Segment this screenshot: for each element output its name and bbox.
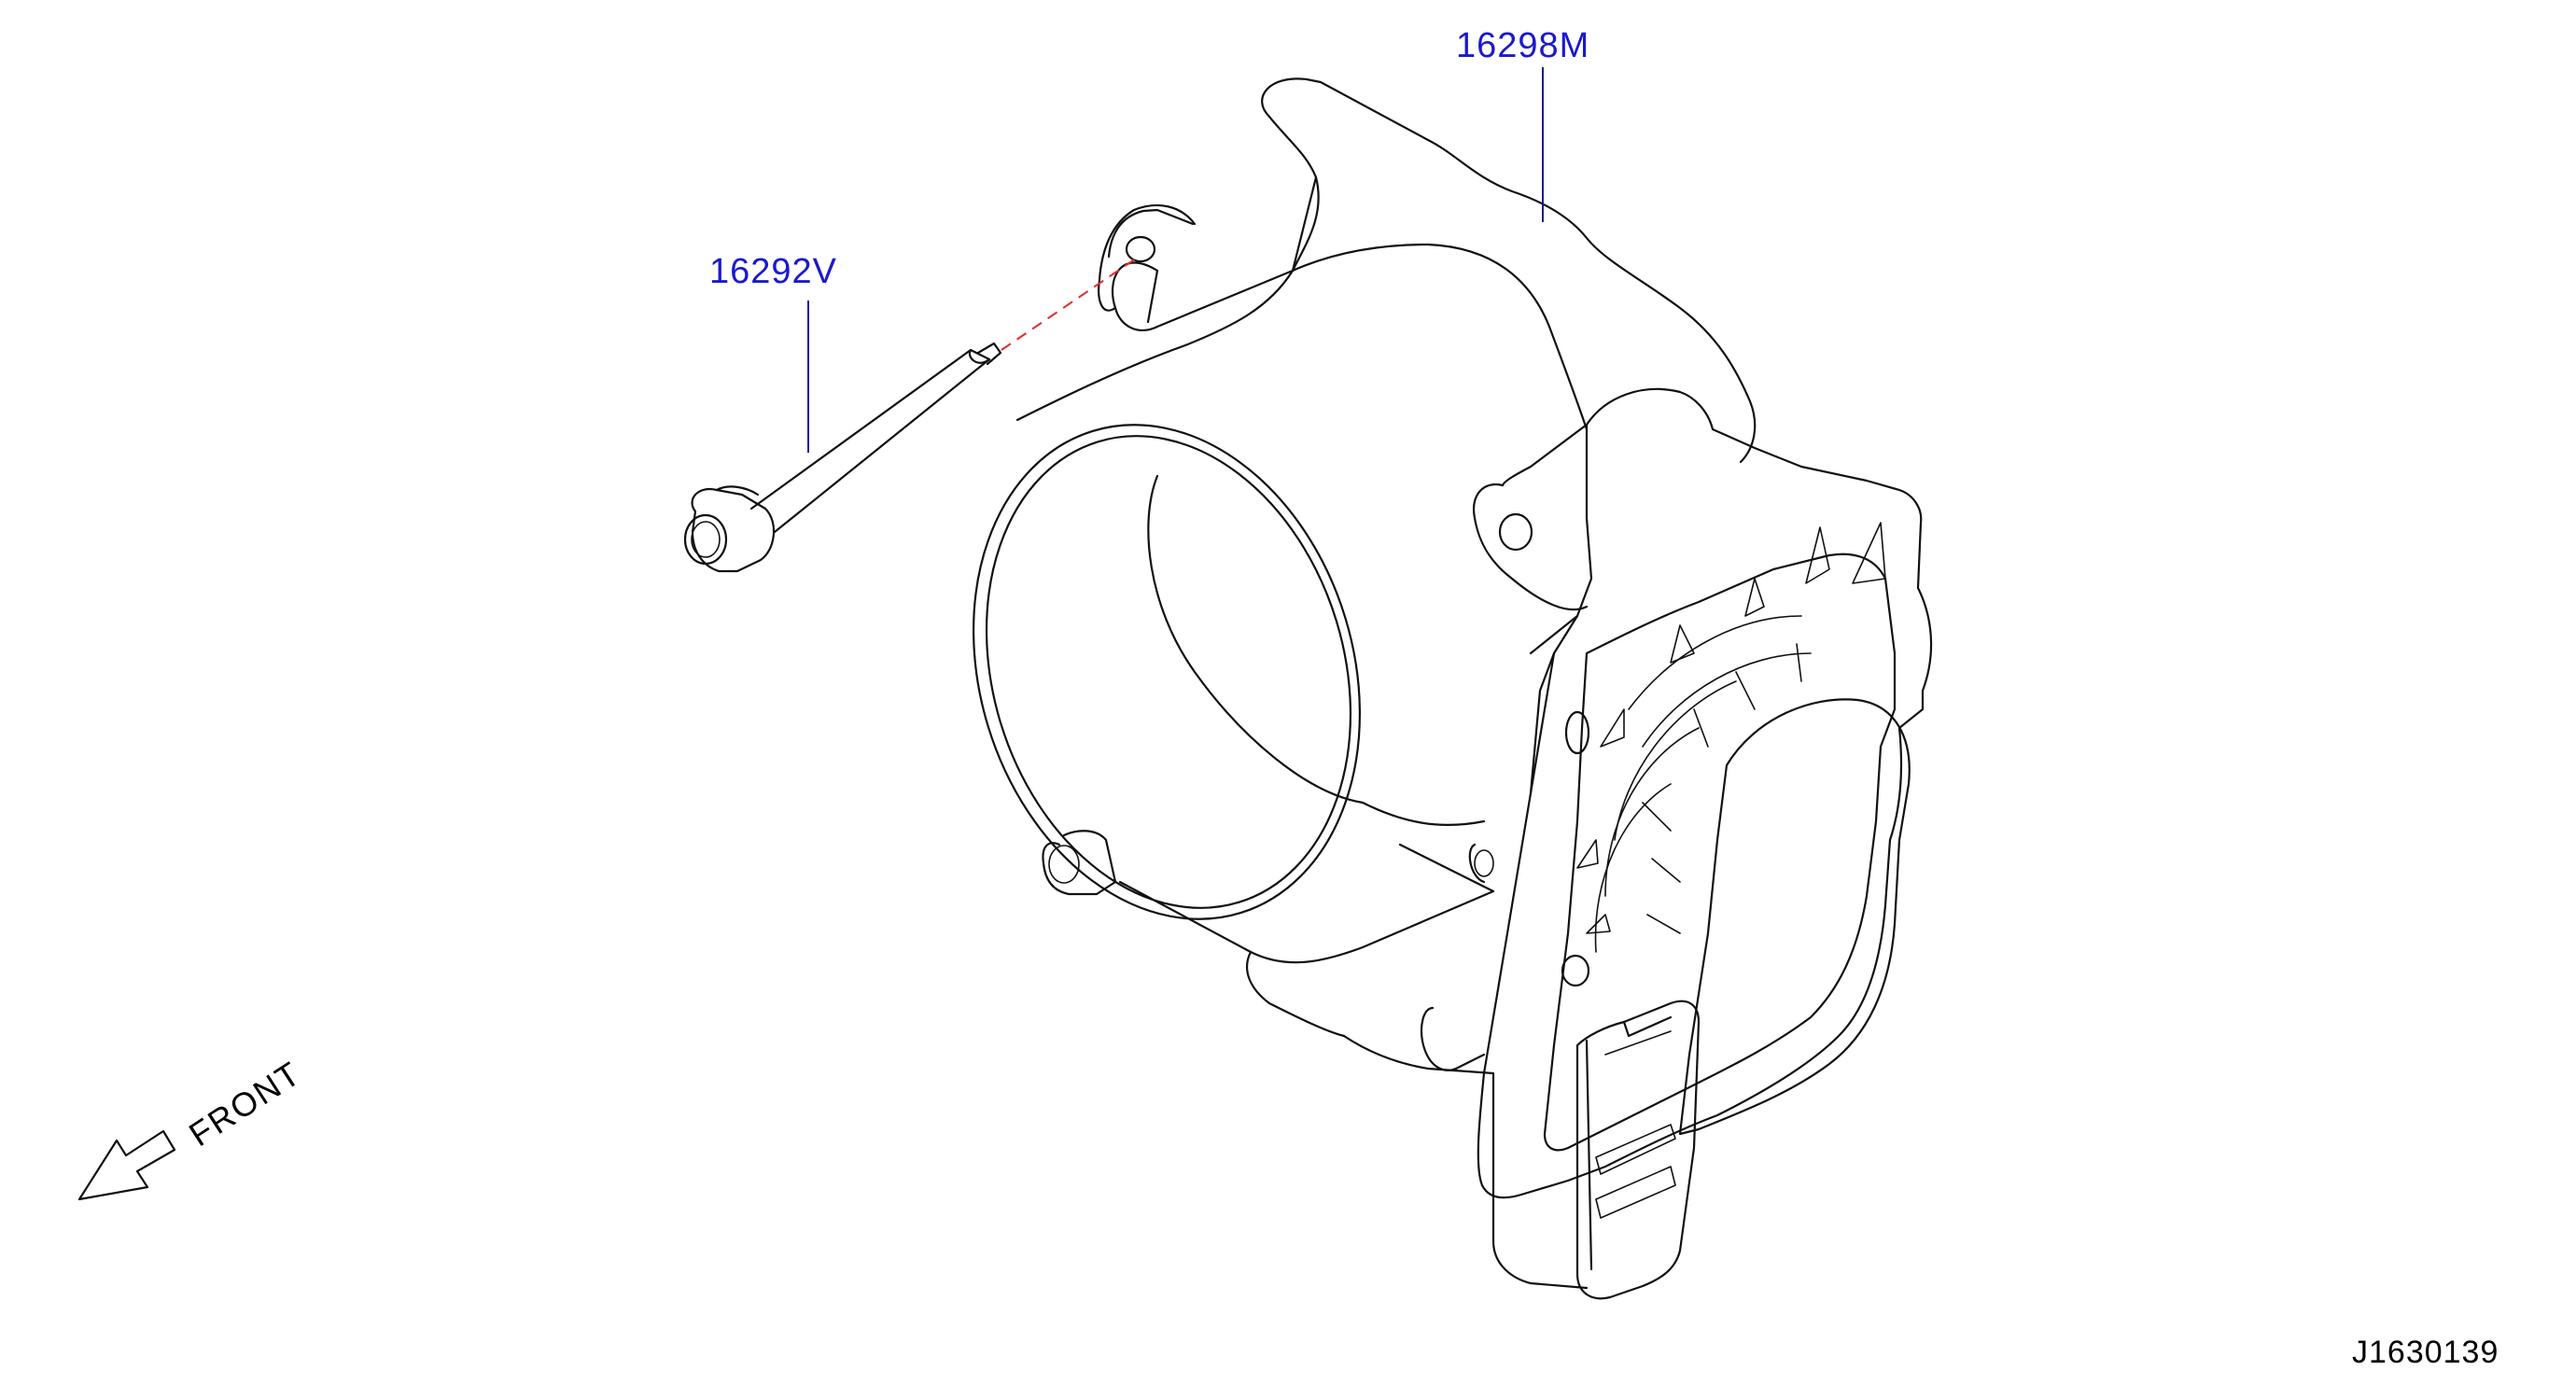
lower-stud: [1042, 830, 1117, 896]
alignment-line: [1001, 256, 1140, 351]
face-boss-hole: [1561, 954, 1590, 987]
bolt-hole-actuator: [1498, 512, 1533, 552]
figure-id: J1630139: [2352, 1335, 2499, 1370]
motor-cover: [1678, 698, 1911, 1136]
upper-boss: [1111, 115, 1320, 331]
part-label-16298M: 16298M: [1456, 26, 1590, 65]
bolt-hole-top: [1125, 235, 1156, 263]
actuator-face: [1543, 553, 1897, 1152]
housing-outline: [1261, 77, 1757, 464]
bore-inner-ring: [985, 435, 1352, 909]
bore-outer-ring: [972, 424, 1362, 920]
front-arrow-icon: [77, 1129, 176, 1201]
actuator-housing: [1477, 387, 1933, 1199]
bolt-drawing: [683, 342, 1002, 573]
face-boss-upper: [1564, 710, 1590, 755]
throttle-body-drawing: [972, 77, 1933, 1300]
connector: [1575, 1000, 1701, 1300]
part-label-16292V: 16292V: [709, 252, 838, 291]
